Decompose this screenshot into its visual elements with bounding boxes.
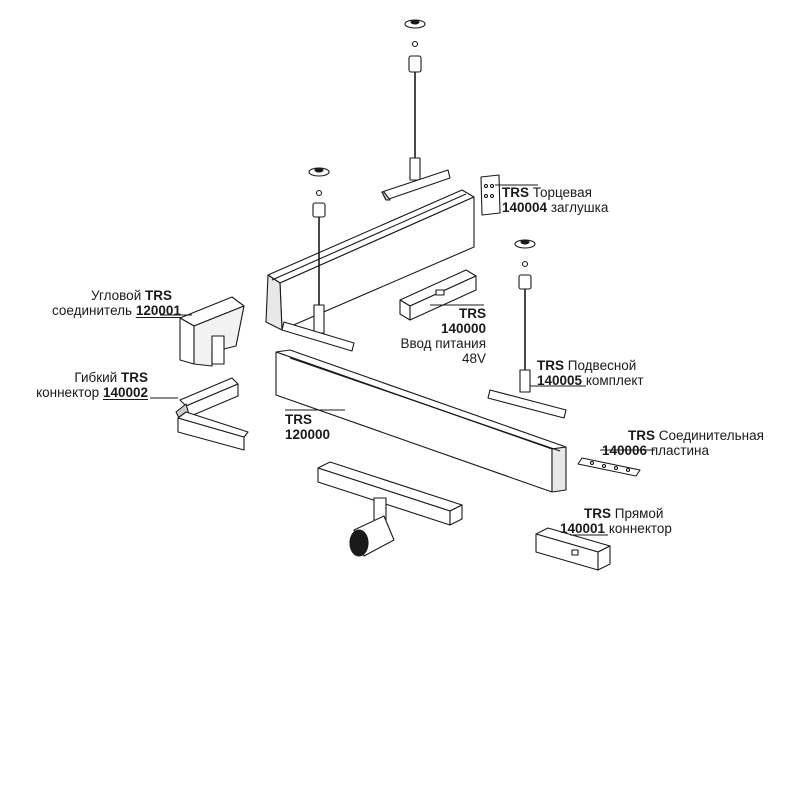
- label-end-cap: TRS Торцевая 140004 заглушка: [502, 185, 609, 215]
- label-track: TRS 120000: [285, 412, 331, 442]
- label-flexible-connector: Гибкий TRS коннектор 140002: [36, 370, 148, 400]
- top-pendant: [381, 19, 451, 201]
- straight-connector-icon: [535, 527, 611, 571]
- upper-pendant: [281, 167, 355, 352]
- corner-connector-icon: [179, 296, 245, 367]
- main-track: [275, 349, 567, 493]
- flexible-connector-icon: [175, 377, 249, 451]
- label-straight-connector: TRS Прямой 140001 коннектор: [560, 506, 672, 536]
- power-feed-icon: [399, 269, 477, 321]
- label-power-feed: TRS 140000 Ввод питания 48V: [400, 306, 486, 366]
- end-cap-icon: [480, 174, 501, 216]
- spotlight-icon: [317, 461, 463, 557]
- connecting-plate-icon: [577, 457, 641, 477]
- label-pendant-kit: TRS Подвесной 140005 комплект: [537, 358, 644, 388]
- label-corner-connector: Угловой TRS соединитель 120001: [52, 288, 181, 318]
- right-pendant: [487, 239, 567, 419]
- label-connecting-plate: TRS Соединительная 140006 пластина: [602, 428, 764, 458]
